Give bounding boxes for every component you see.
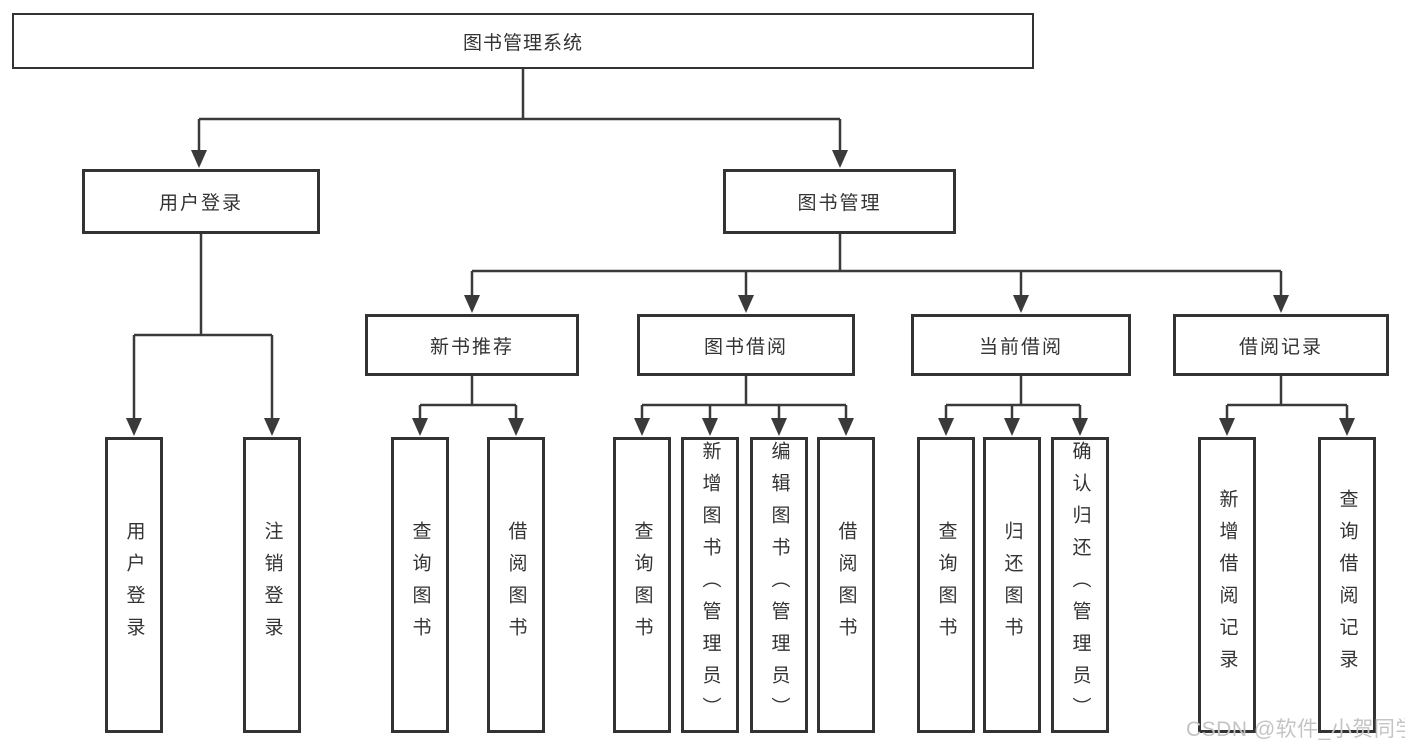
node-new-books-label: 新书推荐 (429, 336, 514, 358)
leaf-current-confirm-admin: 确认归还（管理员） (1051, 437, 1109, 733)
node-borrow-records-label: 借阅记录 (1238, 336, 1323, 358)
node-book-mgmt: 图书管理 (723, 169, 956, 234)
node-borrow-records: 借阅记录 (1173, 314, 1389, 376)
leaf-label: 注销登录 (261, 521, 283, 649)
node-new-books: 新书推荐 (365, 314, 579, 376)
leaf-label: 查询图书 (409, 521, 431, 649)
leaf-label: 借阅图书 (505, 521, 527, 649)
leaf-newbooks-borrow: 借阅图书 (487, 437, 545, 733)
leaf-records-add: 新增借阅记录 (1198, 437, 1256, 733)
node-current-borrow-label: 当前借阅 (978, 336, 1063, 358)
node-root-label: 图书管理系统 (462, 32, 583, 54)
leaf-label: 编辑图书（管理员） (768, 441, 790, 729)
leaf-logout: 注销登录 (243, 437, 301, 733)
watermark: CSDN @软件_小贺同学 (1186, 718, 1405, 741)
leaf-label: 归还图书 (1001, 521, 1023, 649)
leaf-borrow-search: 查询图书 (613, 437, 671, 733)
node-book-borrow-label: 图书借阅 (703, 336, 788, 358)
leaf-records-search: 查询借阅记录 (1318, 437, 1376, 733)
leaf-user-login: 用户登录 (105, 437, 163, 733)
leaf-current-return: 归还图书 (983, 437, 1041, 733)
leaf-newbooks-search: 查询图书 (391, 437, 449, 733)
node-user-login: 用户登录 (82, 169, 320, 234)
node-book-borrow: 图书借阅 (637, 314, 855, 376)
leaf-label: 查询图书 (935, 521, 957, 649)
leaf-borrow-add-admin: 新增图书（管理员） (681, 437, 739, 733)
leaf-label: 新增借阅记录 (1216, 489, 1238, 681)
node-current-borrow: 当前借阅 (911, 314, 1131, 376)
leaf-borrow-borrow: 借阅图书 (817, 437, 875, 733)
leaf-label: 借阅图书 (835, 521, 857, 649)
leaf-label: 用户登录 (123, 521, 145, 649)
leaf-label: 查询借阅记录 (1336, 489, 1358, 681)
leaf-label: 新增图书（管理员） (699, 441, 721, 729)
leaf-borrow-edit-admin: 编辑图书（管理员） (750, 437, 808, 733)
leaf-current-search: 查询图书 (917, 437, 975, 733)
leaf-label: 确认归还（管理员） (1069, 441, 1091, 729)
arrowhead-icons (126, 150, 1355, 436)
node-book-mgmt-label: 图书管理 (797, 193, 882, 214)
node-user-login-label: 用户登录 (158, 193, 243, 214)
leaf-label: 查询图书 (631, 521, 653, 649)
node-root: 图书管理系统 (12, 13, 1034, 69)
